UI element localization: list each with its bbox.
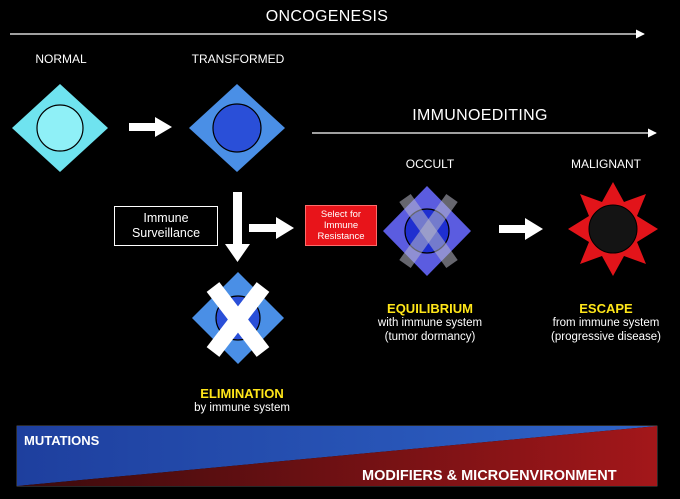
immune-surveillance-line1: Immune [143,211,189,225]
select-box-line3: Resistance [317,231,365,242]
escape-description-2: (progressive disease) [551,331,661,343]
transformed-cell-icon [189,84,285,172]
select-box-line2: Immune [323,220,359,231]
escape-description-1: from immune system [552,317,660,329]
modifiers-microenvironment-label: MODIFIERS & MICROENVIRONMENT [362,468,617,484]
malignant-cell-icon [568,182,658,276]
equilibrium-title: EQUILIBRIUM [387,301,473,316]
elimination-description: by immune system [194,402,290,414]
equilibrium-block: EQUILIBRIUM with immune system (tumor do… [378,301,482,344]
escape-block: ESCAPE from immune system (progressive d… [551,301,661,344]
elimination-title: ELIMINATION [200,386,284,401]
elimination-block: ELIMINATION by immune system [194,386,290,415]
equilibrium-description-2: (tumor dormancy) [384,331,476,343]
stage-occult-label: OCCULT [405,157,455,171]
immunoediting-label: IMMUNOEDITING [412,107,548,124]
arrow-to-select-box [249,217,294,239]
escape-title: ESCAPE [579,301,633,316]
mutations-label: MUTATIONS [24,433,100,448]
select-for-immune-resistance-box: Select for Immune Resistance [305,205,377,246]
stage-normal-label: NORMAL [35,52,87,66]
elimination-x-icon [206,282,270,357]
stage-malignant-label: MALIGNANT [570,157,642,171]
occult-x-icon [399,193,458,269]
mutations-modifiers-bar [16,425,658,487]
equilibrium-description-1: with immune system [377,317,483,329]
immune-surveillance-line2: Surveillance [131,226,201,240]
arrow-to-elimination [225,192,250,262]
arrow-occult-to-malignant [499,218,543,240]
oncogenesis-label: ONCOGENESIS [265,8,389,25]
stage-transformed-label: TRANSFORMED [191,52,285,66]
arrow-normal-to-transformed [129,117,172,137]
modifiers-wedge [17,426,657,486]
immune-surveillance-box: Immune Surveillance [114,206,218,246]
normal-cell-icon [12,84,108,172]
select-box-line1: Select for [320,209,362,220]
